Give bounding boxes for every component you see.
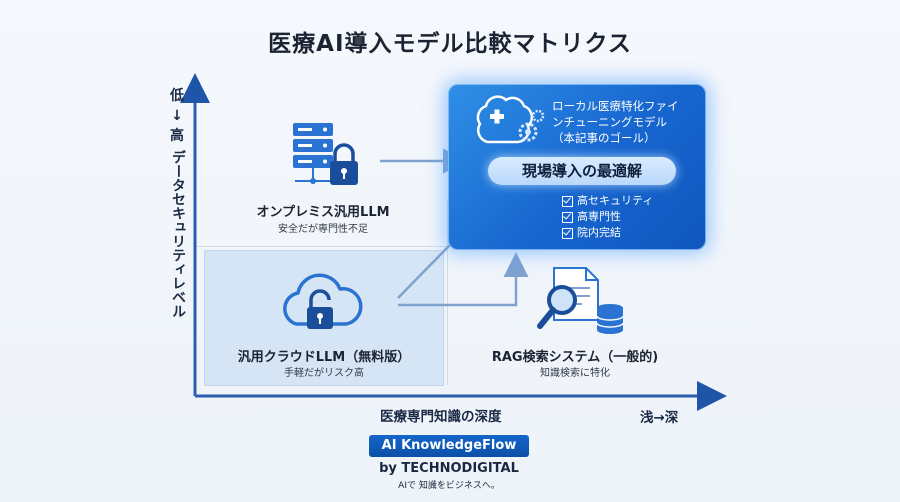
local-model-checklist: 高セキュリティ 高専門性 院内完結	[562, 193, 653, 241]
brand-tagline: AIで 知識をビジネスへ。	[398, 481, 500, 491]
onprem-subtitle: 安全だが専門性不足	[278, 224, 368, 235]
x-axis-direction: 浅→深	[640, 410, 679, 426]
quadrant-divider-horizontal	[195, 246, 447, 247]
checkbox-icon	[562, 211, 573, 223]
arrow-cloud-to-rag	[398, 252, 529, 307]
server-lock-icon	[293, 123, 358, 185]
check-item: 院内完結	[562, 225, 653, 241]
y-axis-label: データセキュリティレベル	[170, 150, 186, 318]
cloud-subtitle: 手軽だがリスク高	[284, 368, 364, 379]
check-item: 高セキュリティ	[562, 193, 653, 209]
brand-logo: AI KnowledgeFlow	[369, 435, 529, 457]
onprem-title: オンプレミス汎用LLM	[256, 205, 390, 220]
y-axis-direction: 低↓高	[170, 88, 184, 144]
best-solution-badge: 現場導入の最適解	[488, 157, 676, 185]
brain-gear-icon	[476, 95, 545, 144]
checkbox-icon	[562, 195, 573, 207]
cloud-title: 汎用クラウドLLM（無料版）	[237, 350, 411, 365]
brand-byline: by TECHNODIGITAL	[379, 461, 519, 476]
local-model-title: ローカル医療特化ファイ ンチューニングモデル （本記事のゴール）	[552, 99, 679, 145]
quadrant-divider-vertical	[447, 200, 448, 385]
document-search-database-icon	[537, 267, 624, 334]
x-axis-label: 医療専門知識の深度	[380, 409, 502, 425]
checkbox-icon	[562, 227, 573, 239]
diagram-title: 医療AI導入モデル比較マトリクス	[268, 31, 632, 57]
rag-title: RAG検索システム（一般的)	[491, 350, 659, 365]
check-item: 高専門性	[562, 209, 653, 225]
cloud-unlock-icon	[283, 273, 363, 329]
rag-subtitle: 知識検索に特化	[540, 368, 610, 379]
